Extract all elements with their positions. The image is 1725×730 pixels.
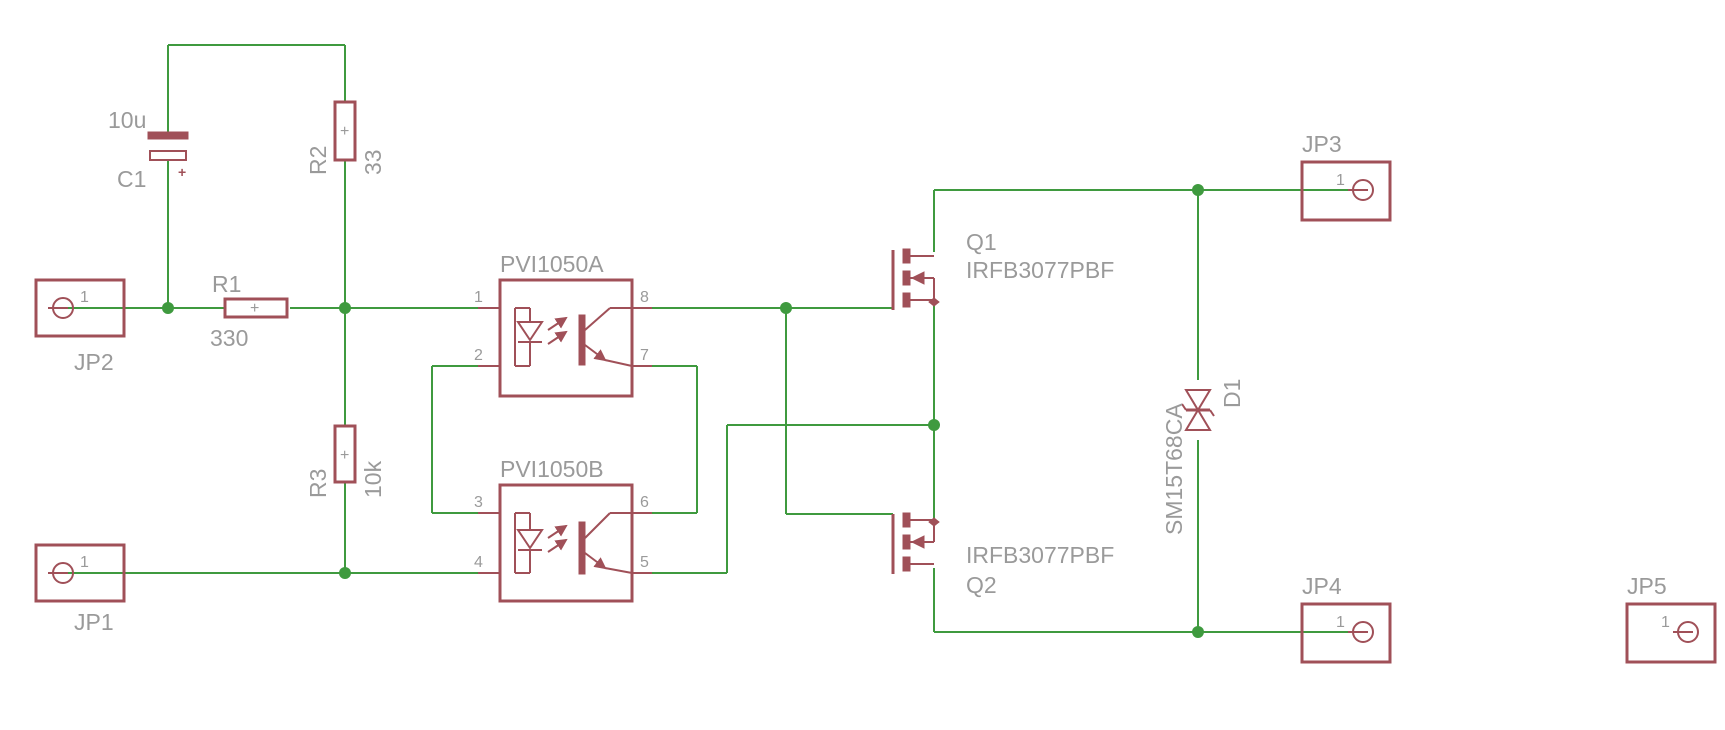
- pin-number: 6: [640, 494, 649, 511]
- resistor-r2[interactable]: + R2 33: [305, 100, 386, 175]
- resistor-value: 10k: [360, 460, 386, 498]
- connector-label: JP2: [74, 349, 114, 375]
- junction-dot: [339, 567, 351, 579]
- capacitor-c1[interactable]: + 10u C1: [108, 107, 189, 192]
- capacitor-label: C1: [117, 166, 146, 192]
- connector-label: JP3: [1302, 131, 1342, 157]
- pin-number: 1: [1336, 172, 1345, 189]
- polarity-mark: +: [178, 164, 186, 180]
- junctions: [162, 184, 1204, 638]
- optocoupler-label: PVI1050B: [500, 456, 604, 482]
- pin-number: 4: [474, 554, 483, 571]
- resistor-mark: +: [340, 123, 349, 140]
- mosfet-value: IRFB3077PBF: [966, 257, 1114, 283]
- mosfet-value: IRFB3077PBF: [966, 542, 1114, 568]
- pin-number: 8: [640, 289, 649, 306]
- junction-dot: [928, 419, 940, 431]
- mosfet-q1[interactable]: Q1 IRFB3077PBF: [891, 229, 1114, 310]
- diode-value: SM15T68CA: [1161, 403, 1187, 535]
- optocoupler-pvi1050b[interactable]: 3 4 6 5 PVI1050B: [474, 456, 652, 603]
- resistor-r3[interactable]: + R3 10k: [305, 424, 386, 498]
- mosfet-label: Q1: [966, 229, 997, 255]
- resistor-label: R2: [305, 146, 331, 175]
- resistor-mark: +: [250, 300, 259, 317]
- junction-dot: [162, 302, 174, 314]
- mosfet-label: Q2: [966, 572, 997, 598]
- pin-number: 1: [80, 289, 89, 306]
- resistor-value: 33: [360, 149, 386, 175]
- connector-label: JP4: [1302, 573, 1342, 599]
- resistor-mark: +: [340, 447, 349, 464]
- connector-label: JP5: [1627, 573, 1667, 599]
- resistor-label: R3: [305, 469, 331, 498]
- connector-jp1[interactable]: 1 JP1: [34, 543, 126, 635]
- tvs-diode-d1[interactable]: D1 SM15T68CA: [1161, 379, 1245, 535]
- connector-jp4[interactable]: 1 JP4: [1300, 573, 1392, 664]
- wires: [58, 44, 1368, 633]
- pin-number: 3: [474, 494, 483, 511]
- mosfet-q2[interactable]: IRFB3077PBF Q2: [891, 512, 1114, 598]
- pin-number: 7: [640, 347, 649, 364]
- connector-jp5[interactable]: 1 JP5: [1625, 573, 1717, 664]
- capacitor-value: 10u: [108, 107, 146, 133]
- junction-dot: [339, 302, 351, 314]
- optocoupler-pvi1050a[interactable]: 1 2 8 7 PVI1050A: [474, 251, 652, 398]
- pin-number: 2: [474, 347, 483, 364]
- pin-number: 1: [80, 554, 89, 571]
- junction-dot: [1192, 184, 1204, 196]
- resistor-r1[interactable]: + R1 330: [210, 271, 289, 351]
- pin-number: 5: [640, 554, 649, 571]
- pin-number: 1: [1336, 614, 1345, 631]
- pin-number: 1: [474, 289, 483, 306]
- optocoupler-label: PVI1050A: [500, 251, 604, 277]
- resistor-value: 330: [210, 325, 248, 351]
- connector-label: JP1: [74, 609, 114, 635]
- diode-label: D1: [1219, 379, 1245, 408]
- junction-dot: [780, 302, 792, 314]
- connector-jp3[interactable]: 1 JP3: [1300, 131, 1392, 222]
- junction-dot: [1192, 626, 1204, 638]
- resistor-label: R1: [212, 271, 241, 297]
- pin-number: 1: [1661, 614, 1670, 631]
- connector-jp2[interactable]: 1 JP2: [34, 278, 126, 375]
